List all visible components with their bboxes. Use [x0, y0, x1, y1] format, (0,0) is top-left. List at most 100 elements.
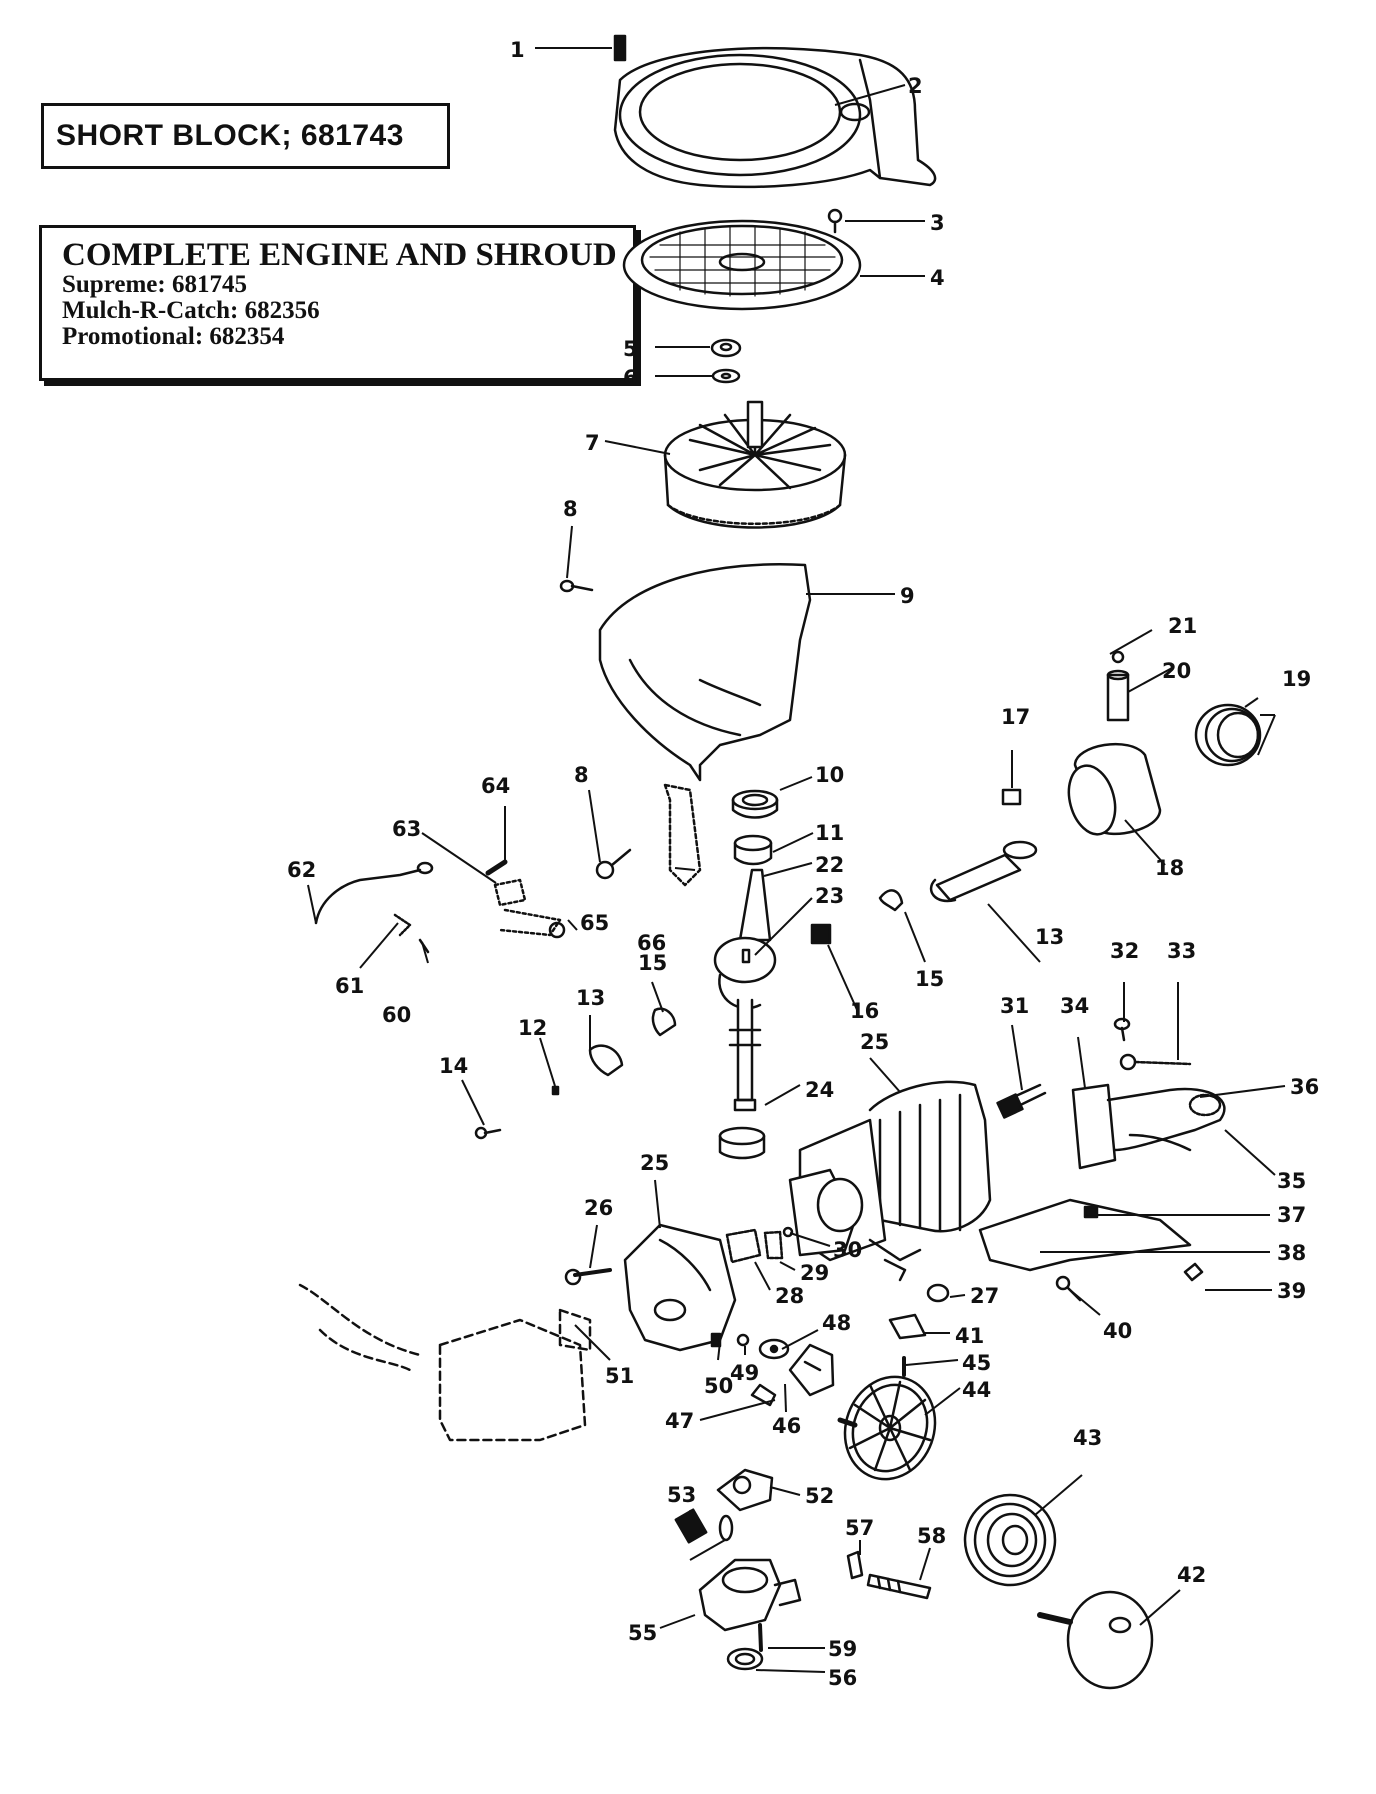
callout-25b: 25 — [640, 1151, 669, 1175]
callout-44: 44 — [962, 1378, 991, 1402]
pump-55-part — [698, 1558, 802, 1671]
blower-housing-part — [613, 46, 937, 189]
callout-3: 3 — [930, 211, 945, 235]
wire-33-part — [1119, 1053, 1192, 1071]
callout-37: 37 — [1277, 1203, 1306, 1227]
callout-47: 47 — [665, 1409, 694, 1433]
callout-11: 11 — [815, 821, 844, 845]
callout-15-right: 15 — [915, 967, 944, 991]
callout-51: 51 — [605, 1364, 634, 1388]
flywheel-part — [663, 400, 847, 529]
callout-59: 59 — [828, 1637, 857, 1661]
callout-35: 35 — [1277, 1169, 1306, 1193]
callout-53: 53 — [667, 1483, 696, 1507]
plug-27-part — [926, 1283, 950, 1303]
rod-cap-15-left-part — [651, 1007, 677, 1037]
callout-61: 61 — [335, 974, 364, 998]
callout-17: 17 — [1001, 705, 1030, 729]
callout-48: 48 — [822, 1311, 851, 1335]
governor-bracket-part — [485, 783, 702, 939]
callout-7: 7 — [585, 431, 600, 455]
callout-65: 65 — [580, 911, 609, 935]
rotating-screen-part — [622, 219, 862, 311]
air-cleaner-part — [298, 1283, 592, 1442]
complete-engine-line: Supreme: 681745 — [62, 271, 247, 298]
callout-46: 46 — [772, 1414, 801, 1438]
callout-5: 5 — [623, 337, 638, 361]
screw-50-part — [710, 1332, 722, 1348]
callout-24: 24 — [805, 1078, 834, 1102]
callout-55: 55 — [628, 1621, 657, 1645]
callout-2: 2 — [908, 74, 923, 98]
complete-engine-line: Promotional: 682354 — [62, 323, 285, 350]
nut-5-part — [710, 338, 742, 358]
cover-52-part — [716, 1468, 774, 1512]
crankcase-25-part — [564, 1223, 794, 1352]
callout-34: 34 — [1060, 994, 1089, 1018]
callout-64: 64 — [481, 774, 510, 798]
complete-engine-title: COMPLETE ENGINE AND SHROUD — [62, 237, 617, 273]
complete-engine-box: COMPLETE ENGINE AND SHROUD Supreme: 6817… — [39, 225, 636, 381]
callout-23: 23 — [815, 884, 844, 908]
washer-48-part — [758, 1338, 790, 1360]
callout-39: 39 — [1277, 1279, 1306, 1303]
callout-41: 41 — [955, 1324, 984, 1348]
retainer-21-part — [1111, 650, 1125, 664]
cylinder-25-part — [788, 1080, 992, 1282]
screw-32-part — [1113, 1017, 1131, 1042]
rewind-spring-43-part — [963, 1493, 1057, 1587]
callout-18: 18 — [1155, 856, 1184, 880]
callout-60: 60 — [382, 1003, 411, 1027]
callout-63: 63 — [392, 817, 421, 841]
callout-33: 33 — [1167, 939, 1196, 963]
ignition-coil-34-part — [1071, 1083, 1226, 1170]
starter-42-part — [1037, 1590, 1154, 1690]
bearing-16-part — [810, 923, 832, 945]
callout-4: 4 — [930, 266, 945, 290]
short-block-box: SHORT BLOCK; 681743 — [41, 103, 450, 169]
callout-66: 66 — [637, 931, 666, 955]
washer-6-part — [711, 368, 741, 384]
callout-62: 62 — [287, 858, 316, 882]
callout-40: 40 — [1103, 1319, 1132, 1343]
piston-rings-19-part — [1194, 703, 1262, 767]
callout-26: 26 — [584, 1196, 613, 1220]
short-block-label: SHORT BLOCK; 681743 — [56, 119, 404, 152]
spring-57-part — [846, 1550, 864, 1580]
spark-plug-31-part — [996, 1083, 1047, 1119]
callout-57: 57 — [845, 1516, 874, 1540]
callout-6: 6 — [623, 366, 638, 390]
pin-12-part — [551, 1085, 560, 1096]
connecting-rod-13-part — [929, 840, 1038, 903]
callout-21: 21 — [1168, 614, 1197, 638]
bolt-14-part — [474, 1126, 502, 1140]
complete-engine-line: Mulch-R-Catch: 682356 — [62, 297, 320, 324]
callout-1: 1 — [510, 38, 525, 62]
callout-32: 32 — [1110, 939, 1139, 963]
bolt-8-top-part — [559, 579, 594, 593]
callout-9: 9 — [900, 584, 915, 608]
spring-53-part — [674, 1508, 734, 1544]
callout-22: 22 — [815, 853, 844, 877]
callout-28: 28 — [775, 1284, 804, 1308]
cylinder-shroud-part — [598, 563, 812, 782]
callout-15-left: 15 — [638, 951, 667, 975]
piston-18-part — [1067, 742, 1162, 836]
callout-14: 14 — [439, 1054, 468, 1078]
callout-36: 36 — [1290, 1075, 1319, 1099]
pulley-44-part — [837, 1375, 937, 1481]
rod-13-left-part — [588, 1044, 624, 1077]
spring-47-part — [750, 1383, 777, 1407]
bushing-17-part — [1001, 788, 1022, 806]
callout-49: 49 — [730, 1361, 759, 1385]
key-23-part — [741, 948, 751, 964]
callout-10: 10 — [815, 763, 844, 787]
callout-27: 27 — [970, 1284, 999, 1308]
callout-58: 58 — [917, 1524, 946, 1548]
callout-45: 45 — [962, 1351, 991, 1375]
cable-62-part — [314, 861, 434, 954]
screw-3-part — [827, 208, 843, 234]
callout-13-left: 13 — [576, 986, 605, 1010]
callout-8-mid: 8 — [574, 763, 589, 787]
